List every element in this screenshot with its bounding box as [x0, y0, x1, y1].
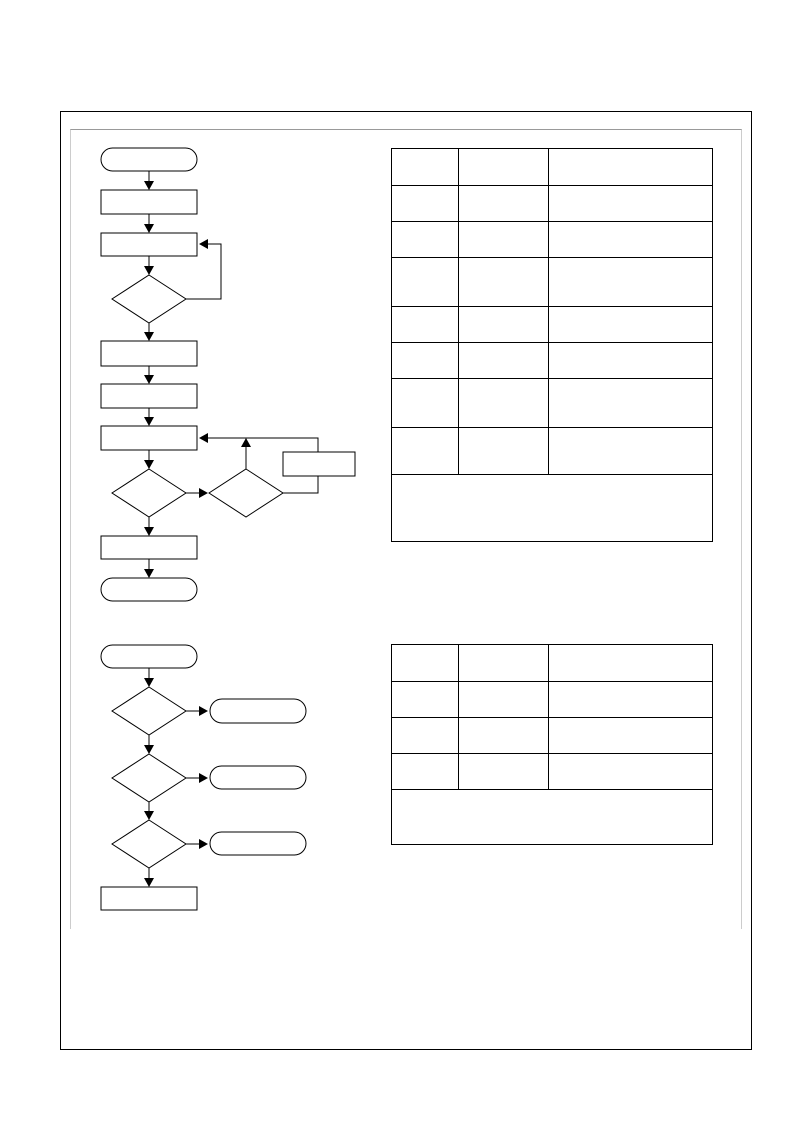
process-step-4: [100, 383, 198, 409]
branch-terminal-2: [209, 765, 307, 790]
table-cell: [458, 306, 549, 343]
decision-2-1: [111, 686, 187, 736]
table-note: [391, 789, 713, 845]
table-cell: [458, 342, 549, 379]
side-process-box: [282, 451, 356, 477]
branch-terminal-1: [209, 698, 307, 724]
table-cell: [548, 681, 713, 718]
table-cell: [391, 342, 459, 379]
process-step-6: [100, 535, 198, 560]
table-cell: [458, 753, 549, 790]
table-cell: [391, 306, 459, 343]
table-cell: [391, 257, 459, 307]
table-cell: [458, 257, 549, 307]
table-cell: [391, 753, 459, 790]
table-cell: [548, 378, 713, 428]
flowchart-2: [100, 644, 307, 911]
process-step-5: [100, 425, 198, 451]
table-cell: [458, 681, 549, 718]
table-cell: [391, 717, 459, 754]
table-row: [391, 753, 713, 790]
process-step-3: [100, 340, 198, 367]
table-1: [391, 148, 713, 542]
table-cell: [458, 221, 549, 258]
table-cell: [458, 185, 549, 222]
table-2: [391, 644, 713, 845]
table-cell: [548, 753, 713, 790]
table-cell: [391, 427, 459, 475]
table-row: [391, 378, 713, 428]
table-note-row: [391, 789, 713, 845]
table-row: [391, 257, 713, 307]
start-terminal-2: [100, 644, 198, 669]
table-cell: [548, 185, 713, 222]
decision-2-2: [111, 753, 187, 803]
table-cell: [391, 148, 459, 186]
table-cell: [458, 427, 549, 475]
table-row: [391, 681, 713, 718]
table-row: [391, 644, 713, 682]
table-cell: [391, 644, 459, 682]
content-panel: [70, 129, 742, 929]
flowchart-1: [100, 147, 356, 602]
table-cell: [548, 306, 713, 343]
table-cell: [548, 427, 713, 475]
branch-terminal-3: [209, 831, 307, 856]
table-row: [391, 342, 713, 379]
table-row: [391, 717, 713, 754]
table-row: [391, 221, 713, 258]
end-terminal: [100, 577, 198, 602]
table-cell: [548, 717, 713, 754]
table-cell: [391, 681, 459, 718]
table-cell: [548, 148, 713, 186]
table-cell: [548, 644, 713, 682]
start-terminal: [100, 147, 198, 172]
table-note: [391, 474, 713, 542]
page-frame: [60, 111, 752, 1050]
decision-3: [208, 468, 284, 518]
table-cell: [391, 221, 459, 258]
decision-2-3: [111, 819, 187, 869]
decision-2: [111, 468, 187, 518]
table-cell: [458, 148, 549, 186]
table-row: [391, 148, 713, 186]
table-cell: [391, 185, 459, 222]
table-row: [391, 306, 713, 343]
table-cell: [548, 342, 713, 379]
table-cell: [458, 378, 549, 428]
process-step-2: [100, 232, 198, 257]
table-cell: [548, 221, 713, 258]
table-cell: [458, 717, 549, 754]
table-cell: [548, 257, 713, 307]
table-row: [391, 185, 713, 222]
process-end-box: [100, 886, 198, 911]
table-cell: [391, 378, 459, 428]
process-step-1: [100, 189, 198, 215]
table-row: [391, 427, 713, 475]
table-cell: [458, 644, 549, 682]
decision-1: [111, 274, 187, 324]
table-note-row: [391, 474, 713, 542]
